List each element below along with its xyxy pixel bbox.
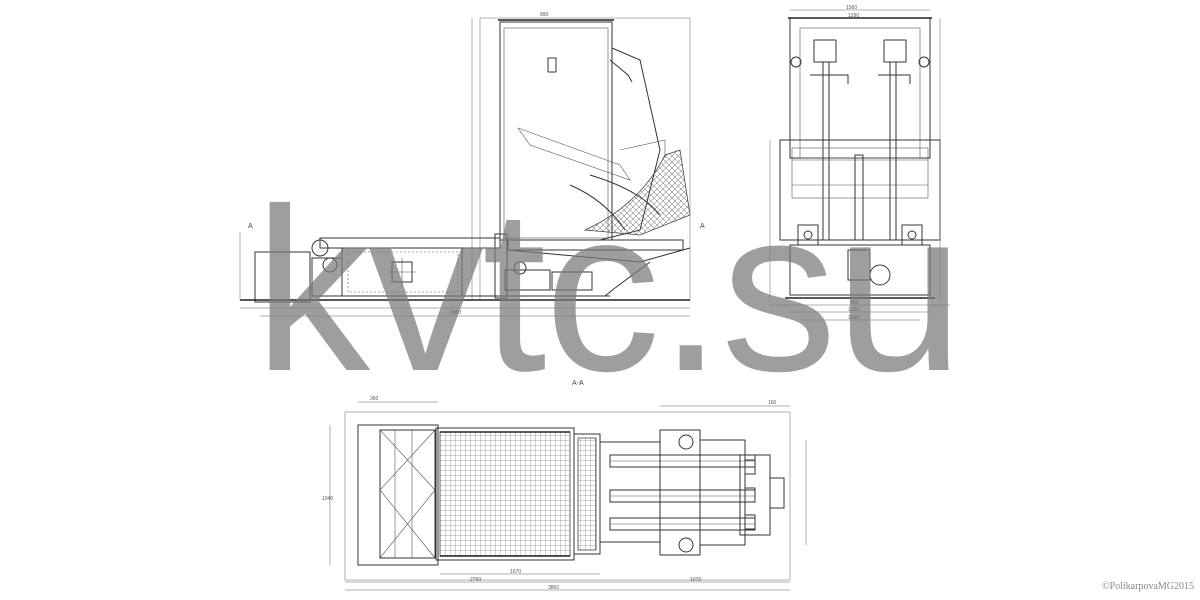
dim-front-top-width: 1290 (848, 13, 859, 19)
dim-plan-height: 1040 (322, 496, 333, 502)
dim-front-bottom-3: 1560 (848, 315, 859, 321)
dim-side-total: 3860 (450, 310, 461, 316)
front-view: 1560 1290 950 1290 1560 (769, 5, 950, 321)
dim-side-top: 890 (540, 12, 549, 18)
dim-plan-top-left: 360 (370, 396, 379, 402)
dim-front-top-total: 1560 (846, 5, 857, 11)
plan-view: A-A (322, 380, 807, 591)
section-mark-a-right: A (700, 223, 705, 230)
dim-plan-total: 3860 (548, 585, 559, 591)
dim-plan-left: 2760 (470, 577, 481, 583)
dim-front-bottom-1: 950 (850, 300, 859, 306)
section-mark-plan: A-A (572, 380, 584, 387)
dim-plan-top-right: 160 (768, 400, 777, 406)
dim-front-bottom-2: 1290 (848, 307, 859, 313)
section-mark-a-left: A (248, 223, 253, 230)
dim-plan-mid: 1670 (510, 569, 521, 575)
dim-plan-right: 1070 (690, 577, 701, 583)
copyright-notice: ©PolikarpovaMG2015 (1101, 581, 1194, 592)
side-view: A A 890 3860 (239, 12, 705, 317)
